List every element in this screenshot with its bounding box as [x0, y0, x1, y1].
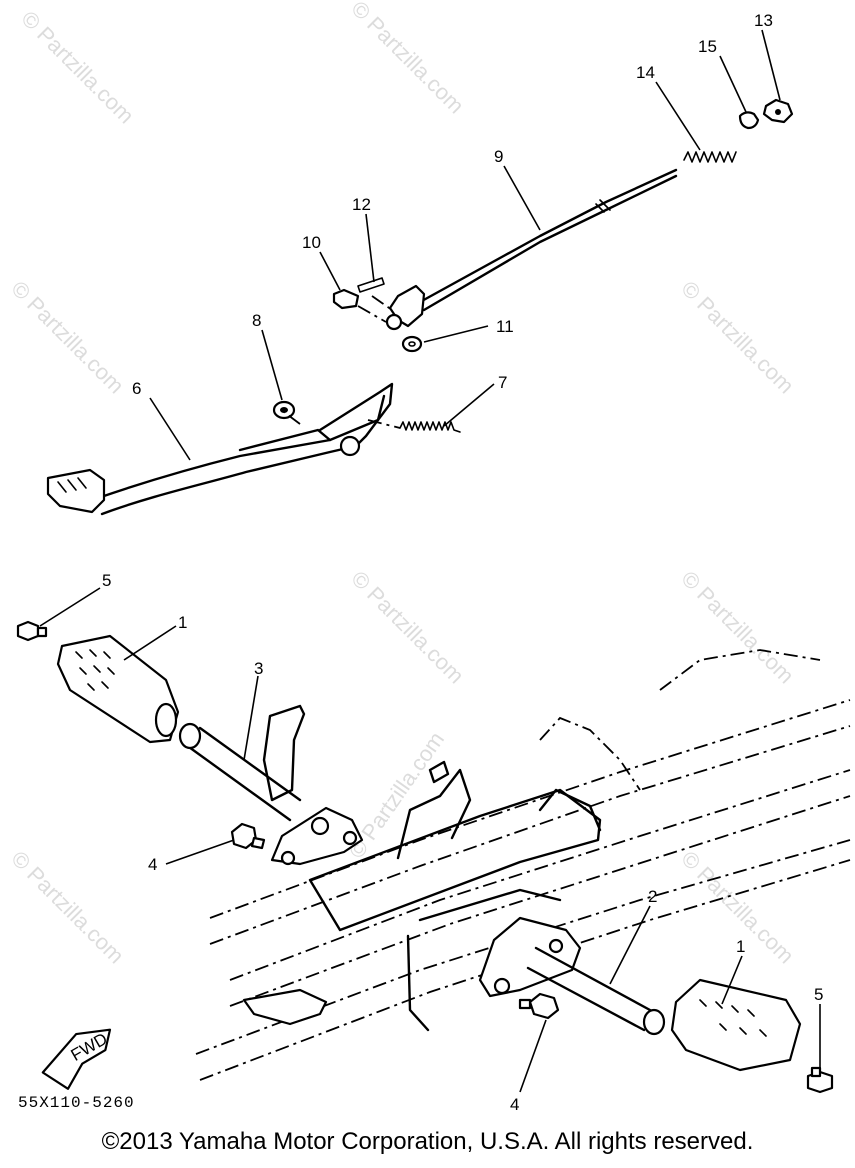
part-15-joint[interactable] [738, 111, 760, 130]
part-10-pin[interactable] [332, 288, 360, 310]
callout-14: 14 [636, 63, 655, 82]
part-5-bolt-left[interactable] [16, 620, 48, 642]
part-4-bolt-bottom[interactable] [518, 992, 560, 1020]
callout-7: 7 [498, 373, 507, 392]
part-11-washer[interactable] [401, 335, 423, 353]
part-3-bracket-left[interactable] [178, 704, 364, 866]
callout-11: 11 [496, 317, 514, 336]
part-13-nut[interactable] [762, 98, 794, 124]
callout-5-left: 5 [102, 571, 111, 590]
leader-lines [39, 29, 821, 1093]
callout-4-bottom: 4 [510, 1095, 519, 1114]
part-5-bolt-right[interactable] [806, 1066, 834, 1094]
callout-9: 9 [494, 147, 503, 166]
callout-6: 6 [132, 379, 141, 398]
part-9-brake-rod[interactable] [385, 168, 678, 331]
callout-8: 8 [252, 311, 261, 330]
watermark: © Partzilla.com [676, 276, 799, 399]
callout-numbers: 13 15 14 9 12 10 11 8 6 7 5 1 3 4 2 1 5 … [102, 11, 823, 1114]
part-1-footrest-right[interactable] [670, 978, 802, 1072]
part-12-cotter-pin[interactable] [357, 277, 385, 293]
callout-10: 10 [302, 233, 321, 252]
watermarks: © Partzilla.com © Partzilla.com © Partzi… [6, 0, 799, 968]
part-6-brake-pedal[interactable] [46, 382, 394, 516]
part-1-footrest-left[interactable] [56, 634, 180, 744]
part-2-bracket-right[interactable] [478, 916, 666, 1036]
watermark: © Partzilla.com [346, 0, 469, 118]
copyright-notice: ©2013 Yamaha Motor Corporation, U.S.A. A… [101, 1128, 754, 1155]
watermark: © Partzilla.com [346, 566, 469, 689]
callout-1-right: 1 [736, 937, 745, 956]
callout-15: 15 [698, 37, 717, 56]
callout-12: 12 [352, 195, 371, 214]
assembly-line [357, 295, 393, 323]
callout-4-left: 4 [148, 855, 157, 874]
part-14-spring[interactable] [683, 151, 737, 163]
diagram-code: 55X110-5260 [18, 1094, 135, 1112]
callout-3: 3 [254, 659, 263, 678]
watermark: © Partzilla.com [6, 846, 129, 969]
callout-2: 2 [648, 887, 657, 906]
watermark: © Partzilla.com [676, 566, 799, 689]
watermark: © Partzilla.com [6, 276, 129, 399]
callout-13: 13 [754, 11, 773, 30]
callout-5-right: 5 [814, 985, 823, 1004]
callout-1-left: 1 [178, 613, 187, 632]
watermark: © Partzilla.com [16, 6, 139, 129]
part-4-bolt-left[interactable] [230, 822, 266, 850]
part-8-washer[interactable] [272, 400, 296, 420]
fwd-arrow-icon: FWD [41, 1028, 112, 1090]
part-7-return-spring[interactable] [367, 419, 461, 433]
